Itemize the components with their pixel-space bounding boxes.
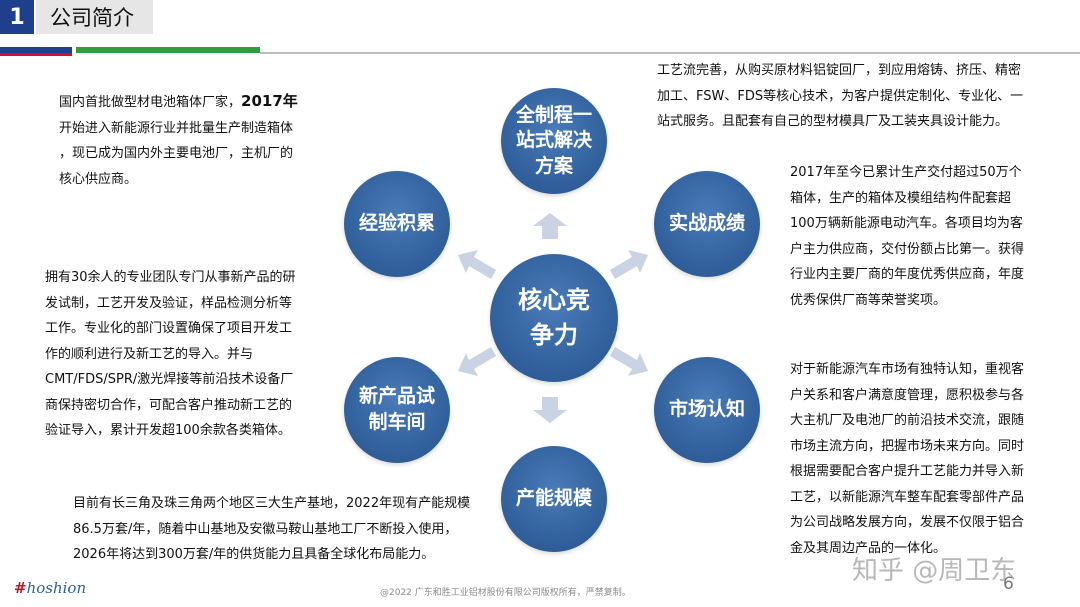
- arrow-lower-left-icon: [458, 347, 496, 376]
- arrow-down-icon: [533, 397, 567, 423]
- node-core-competence: 核心竞 争力: [490, 254, 618, 382]
- node-experience-label: 经验积累: [358, 212, 435, 235]
- node-trial-workshop-line1: 新产品试: [358, 385, 435, 408]
- section-number: 1: [0, 0, 34, 34]
- text-top-left-l3: ，现已成为国内外主要电池厂，主机厂的: [59, 146, 294, 161]
- text-mid-right-l2: 箱体，生产的箱体及模组结构件配套超: [790, 190, 1012, 206]
- text-mid-left-l6: 商保持密切合作，可配合客户推动新工艺的: [45, 397, 293, 413]
- text-mid-right-l4: 户主力供应商，交付份额占比第一。获得: [790, 241, 1025, 257]
- logo-text: hoshion: [26, 579, 87, 597]
- arrow-upper-left-icon: [458, 250, 496, 279]
- text-mid-left-l1: 拥有30余人的专业团队专门从事新产品的研: [45, 270, 296, 285]
- arrow-upper-right-icon: [610, 250, 648, 279]
- core-line1: 核心竞: [518, 286, 590, 315]
- page-number: 6: [1003, 574, 1014, 594]
- text-bottom-left: 目前有长三角及珠三角两个地区三大生产基地，2022年现有产能规模 86.5万套/…: [73, 491, 470, 568]
- header-divider: [260, 52, 1080, 54]
- node-market: 市场认知: [654, 357, 760, 463]
- node-market-label: 市场认知: [668, 398, 745, 421]
- header-bar-green: [76, 47, 260, 53]
- watermark: 知乎 @周卫东: [852, 556, 1017, 586]
- text-top-left-l1b: 2017年: [241, 92, 298, 110]
- node-full-process-line1: 全制程一: [515, 103, 592, 126]
- text-bottom-right: 对于新能源汽车市场有独特认知，重视客 户关系和客户满意度管理，愿积极参与各 大主…: [790, 357, 1024, 561]
- text-mid-left-l4: 作的顺利进行及新工艺的导入。并与: [45, 346, 254, 362]
- text-top-right-l3: 站式服务。且配套有自己的型材模具厂及工装夹具设计能力。: [657, 114, 1009, 129]
- copyright-notice: @2022 广东和胜工业铝材股份有限公司版权所有，严禁复制。: [380, 588, 631, 598]
- text-top-left-l2: 开始进入新能源行业并批量生产制造箱体: [59, 120, 294, 136]
- logo-mark: #: [14, 579, 27, 597]
- text-mid-right: 2017年至今已累计生产交付超过50万个 箱体，生产的箱体及模组结构件配套超 1…: [790, 160, 1024, 313]
- text-mid-right-l5: 行业内主要厂商的年度优秀供应商，年度: [790, 267, 1025, 282]
- node-capacity-label: 产能规模: [515, 487, 592, 510]
- text-top-right-l2: 加工、FSW、FDS等核心技术，为客户提供定制化、专业化、一: [657, 88, 1024, 104]
- text-top-left-l1a: 国内首批做型材电池箱体厂家，: [59, 95, 242, 110]
- text-mid-left-l7: 验证导入，累计开发超100余款各类箱体。: [45, 423, 291, 438]
- text-mid-left-l2: 发试制，工艺开发及验证，样品检测分析等: [45, 295, 293, 311]
- text-bottom-left-l3: 2026年将达到300万套/年的供货能力且具备全球化布局能力。: [73, 547, 435, 562]
- text-mid-left: 拥有30余人的专业团队专门从事新产品的研 发试制，工艺开发及验证，样品检测分析等…: [45, 265, 296, 444]
- node-experience: 经验积累: [344, 171, 450, 277]
- node-capacity: 产能规模: [501, 446, 607, 552]
- text-top-left-l4: 核心供应商。: [59, 171, 138, 187]
- text-bottom-right-l2: 户关系和客户满意度管理，愿积极参与各: [790, 387, 1025, 403]
- text-mid-left-l3: 工作。专业化的部门设置确保了项目开发工: [45, 321, 293, 336]
- node-trial-workshop-line2: 制车间: [368, 411, 426, 433]
- node-trial-workshop: 新产品试 制车间: [344, 357, 450, 463]
- company-logo: #hoshion: [14, 579, 86, 597]
- node-full-process: 全制程一 站式解决 方案: [501, 88, 607, 194]
- text-bottom-right-l1: 对于新能源汽车市场有独特认知，重视客: [790, 362, 1025, 377]
- text-bottom-right-l3: 大主机厂及电池厂的前沿技术交流，跟随: [790, 413, 1025, 428]
- text-bottom-right-l7: 为公司战略发展方向，发展不仅限于铝合: [790, 515, 1025, 530]
- core-line2: 争力: [530, 321, 578, 349]
- text-bottom-right-l4: 市场主流方向，把握市场未来方向。同时: [790, 438, 1025, 454]
- text-top-left: 国内首批做型材电池箱体厂家，2017年 开始进入新能源行业并批量生产制造箱体 ，…: [59, 89, 298, 192]
- text-mid-right-l6: 优秀保供厂商等荣誉奖项。: [790, 292, 947, 308]
- text-top-right: 工艺流完善，从购买原材料铝锭回厂，到应用熔铸、挤压、精密 加工、FSW、FDS等…: [657, 58, 1023, 135]
- text-mid-right-l3: 100万辆新能源电动汽车。各项目均为客: [790, 216, 1023, 231]
- node-achievements: 实战成绩: [654, 171, 760, 277]
- text-bottom-right-l6: 工艺，以新能源汽车整车配套零部件产品: [790, 489, 1025, 505]
- text-mid-right-l1: 2017年至今已累计生产交付超过50万个: [790, 165, 1022, 180]
- node-full-process-line2: 站式解决: [515, 129, 592, 152]
- text-bottom-right-l5: 根据需要配合客户提升工艺能力并导入新: [790, 464, 1025, 479]
- section-title: 公司简介: [36, 0, 153, 34]
- node-full-process-line3: 方案: [534, 154, 573, 177]
- header-bar-blue: [0, 47, 72, 53]
- text-mid-left-l5: CMT/FDS/SPR/激光焊接等前沿技术设备厂: [45, 372, 294, 387]
- header-bar-red: [0, 53, 72, 56]
- text-bottom-left-l1: 目前有长三角及珠三角两个地区三大生产基地，2022年现有产能规模: [73, 496, 471, 511]
- text-bottom-left-l2: 86.5万套/年，随着中山基地及安徽马鞍山基地工厂不断投入使用，: [73, 521, 458, 537]
- text-bottom-right-l8: 金及其周边产品的一体化。: [790, 540, 947, 556]
- arrow-up-icon: [533, 213, 567, 239]
- arrow-lower-right-icon: [610, 347, 648, 376]
- text-top-right-l1: 工艺流完善，从购买原材料铝锭回厂，到应用熔铸、挤压、精密: [657, 63, 1022, 78]
- node-achievements-label: 实战成绩: [668, 212, 745, 235]
